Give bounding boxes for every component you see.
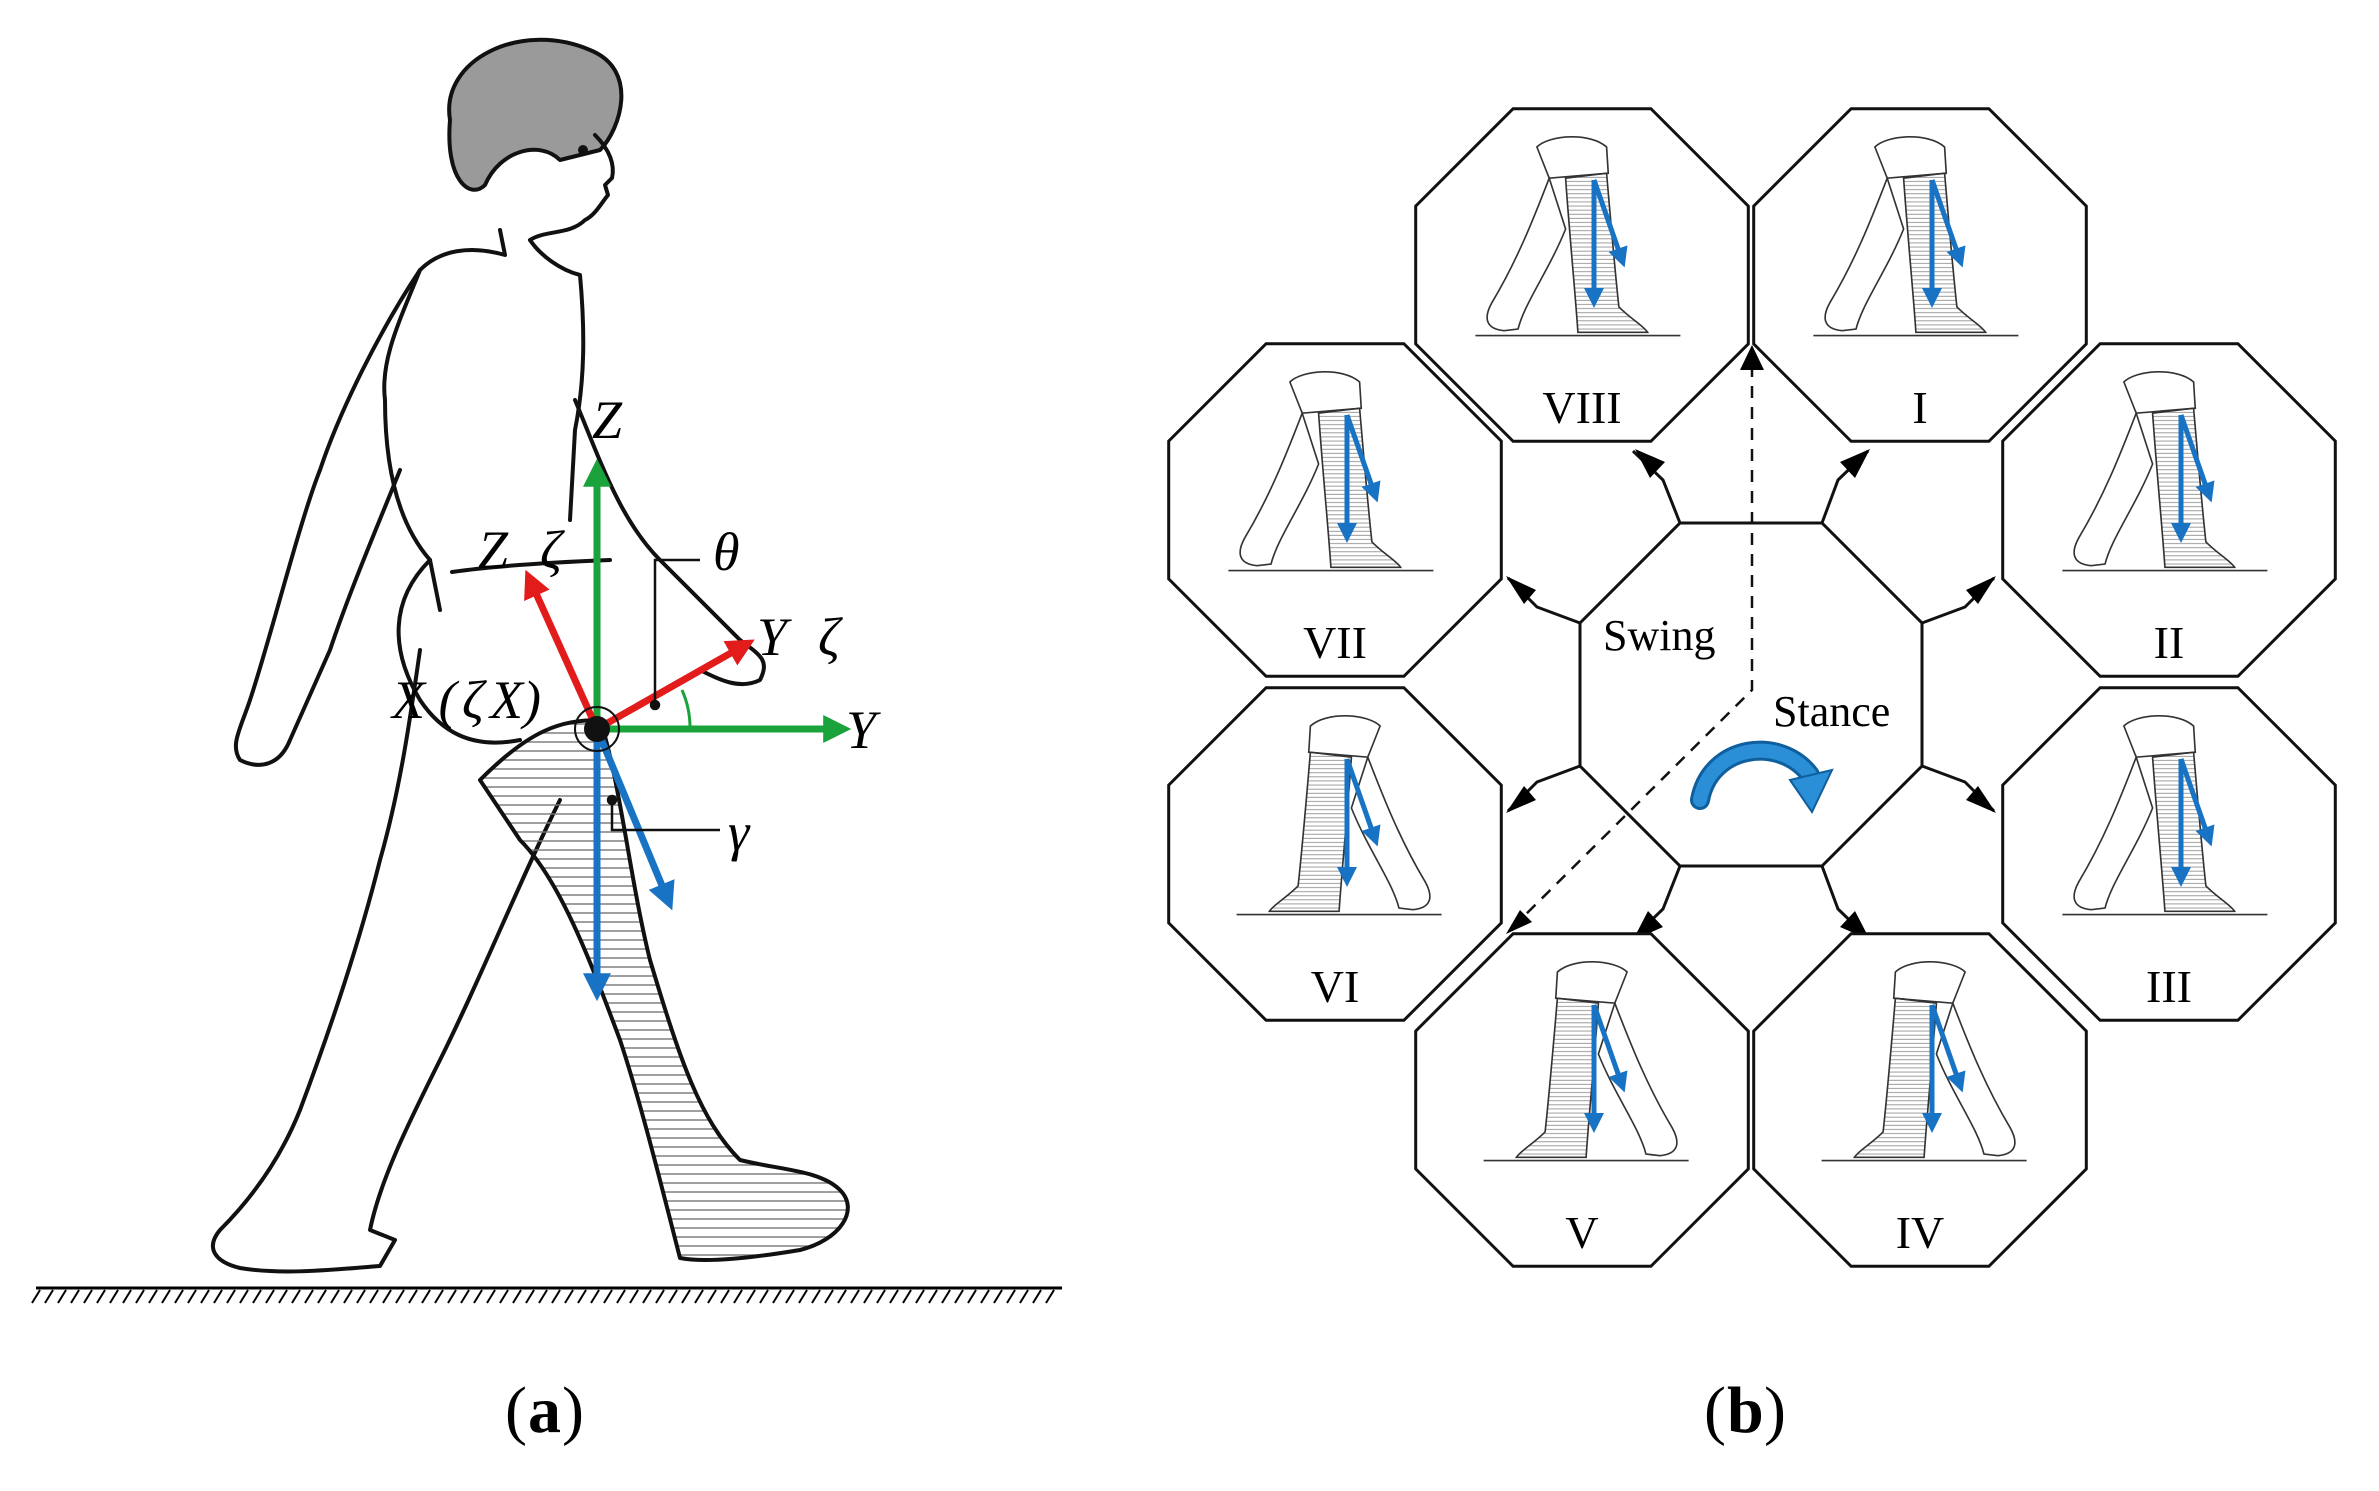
theta-label: θ <box>713 522 740 582</box>
rotated-axes <box>524 569 755 733</box>
swing-arrowhead-bottom <box>1506 910 1532 934</box>
x-axis-label: X ( <box>390 670 459 730</box>
rotated-y-axis <box>595 639 755 733</box>
panel-a-caption-open: ( <box>505 1374 527 1447</box>
rotated-z-label: Z <box>478 520 509 580</box>
leg-vector <box>1591 1004 1628 1093</box>
panel-a-caption: a <box>528 1374 561 1447</box>
cycle-arrow-icon <box>1690 740 1834 814</box>
panel-a: Z Y Z ζ Y ζ θ γ X ( ζ X) ( a ) <box>31 37 1062 1447</box>
x-axis-zeta-label: ζ <box>462 670 487 730</box>
gamma-label: γ <box>728 802 751 862</box>
phase-cell: I <box>1752 107 2088 443</box>
phase-label: VIII <box>1542 382 1621 433</box>
phase-cell: VIII <box>1414 107 1750 443</box>
phase-cell: VII <box>1167 342 1503 678</box>
panel-a-caption-close: ) <box>562 1374 584 1447</box>
phase-label: II <box>2154 617 2185 668</box>
leg-vector <box>2178 758 2215 847</box>
gamma-leader <box>606 794 720 832</box>
z-axis-label: Z <box>592 390 623 450</box>
swing-arrowhead-top <box>1740 345 1764 370</box>
y-axis-label: Y <box>846 700 881 760</box>
panel-b-caption-close: ) <box>1764 1374 1786 1447</box>
leg-vector <box>1929 1004 1966 1093</box>
rotated-z-axis <box>524 569 601 731</box>
leg-vector <box>1591 179 1628 268</box>
rotated-y-zeta-label: ζ <box>818 607 843 667</box>
phase-cell: V <box>1414 932 1750 1268</box>
theta-arc <box>680 689 692 730</box>
phase-label: IV <box>1896 1207 1945 1258</box>
phase-label: VII <box>1303 617 1367 668</box>
walking-person <box>210 37 850 1274</box>
phase-label: III <box>2146 961 2192 1012</box>
leg-vector <box>1344 414 1381 503</box>
rotated-y-label: Y <box>757 607 792 667</box>
leg-vectors <box>583 727 675 1002</box>
stance-label: Stance <box>1773 687 1890 736</box>
leg-vector <box>2178 414 2215 503</box>
origin-marker <box>574 706 620 752</box>
phase-cell: VI <box>1167 686 1503 1022</box>
phase-cell: II <box>2001 342 2337 678</box>
panel-b-caption-open: ( <box>1704 1374 1726 1447</box>
phase-cell: IV <box>1752 932 2088 1268</box>
theta-leader <box>649 558 700 711</box>
ground-line <box>31 1286 1062 1304</box>
center-octagon <box>1506 449 1996 940</box>
x-axis-inner-label: X) <box>488 670 541 730</box>
panel-b-caption: b <box>1727 1374 1764 1447</box>
phase-label: V <box>1565 1207 1598 1258</box>
swing-label: Swing <box>1603 611 1715 660</box>
world-axes <box>583 458 852 743</box>
phase-label: VI <box>1311 961 1360 1012</box>
swing-path <box>1511 365 1754 929</box>
rotated-z-zeta-label: ζ <box>540 520 565 580</box>
phase-label: I <box>1912 382 1927 433</box>
phase-cell: III <box>2001 686 2337 1022</box>
leg-vector <box>1344 758 1381 847</box>
leg-vector <box>1929 179 1966 268</box>
leg-vector <box>593 727 675 911</box>
